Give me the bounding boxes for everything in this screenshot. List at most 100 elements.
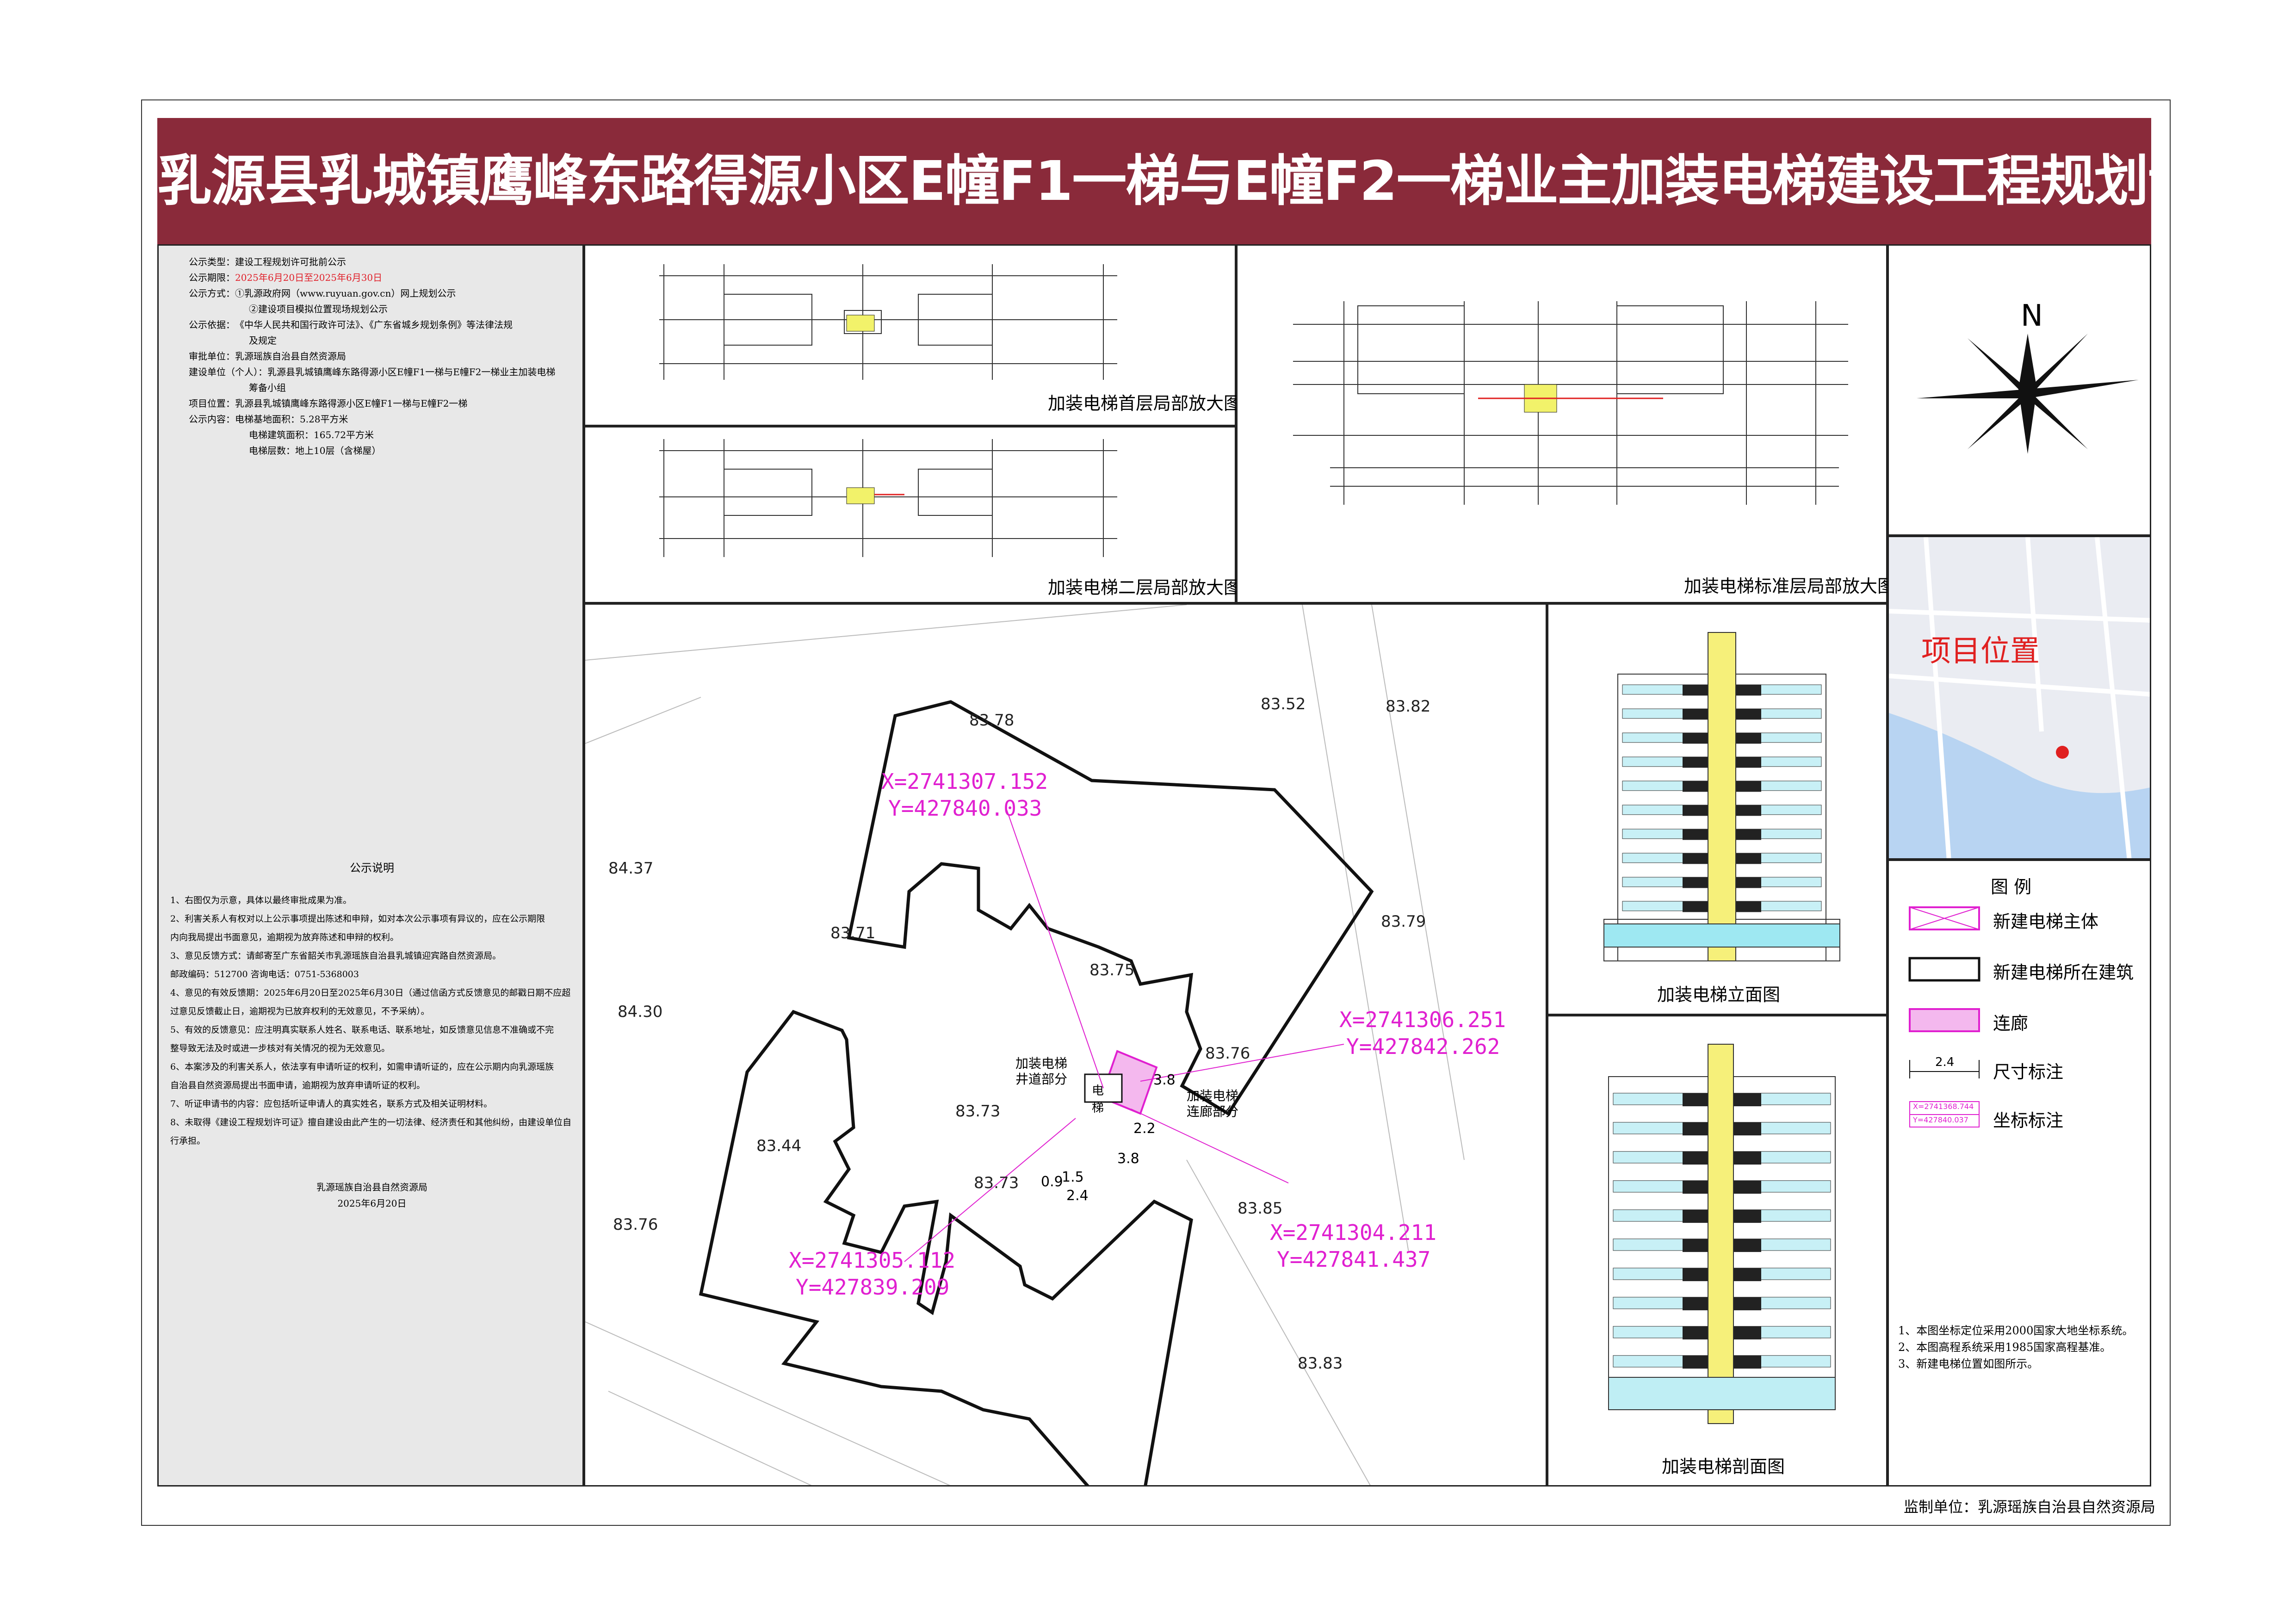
coordinate-y: Y=427841.437: [1277, 1247, 1431, 1272]
standard-caption: 加装电梯标准层局部放大图: [1684, 576, 1895, 596]
elevation-drawing: [1603, 632, 1840, 961]
dimension-label: 1.5: [1062, 1169, 1084, 1185]
note-line: 2、利害关系人有权对以上公示事项提出陈述和申辩，如对本次公示事项有异议的，应在公…: [170, 914, 545, 924]
elevator-box: [1084, 1073, 1123, 1103]
elevation-mark: 83.76: [1205, 1044, 1250, 1063]
dimension-label: 3.8: [1117, 1151, 1139, 1167]
elevation-mark: 83.82: [1386, 697, 1431, 716]
corridor-label: 加装电梯 连廊部分: [1187, 1088, 1239, 1119]
legend-note: 2、本图高程系统采用1985国家高程基准。: [1898, 1341, 2111, 1354]
section-drawing: [1608, 1044, 1836, 1424]
info-line: 公示依据：《中华人民共和国行政许可法》、《广东省城乡规划条例》等法律法规: [189, 318, 513, 332]
floor2-caption: 加装电梯二层局部放大图: [1048, 577, 1242, 598]
note-line: 5、有效的反馈意见：应注明真实联系人姓名、联系电话、联系地址，如反馈意见信息不准…: [170, 1025, 554, 1035]
info-line-value: 2025年6月20日至2025年6月30日: [235, 272, 383, 283]
dimension-label: 3.8: [1153, 1072, 1176, 1088]
info-panel: 公示类型：建设工程规划许可批前公示公示期限：2025年6月20日至2025年6月…: [157, 244, 584, 1487]
floor1-plan-drawing: [659, 264, 1117, 380]
legend-note: 1、本图坐标定位采用2000国家大地坐标系统。: [1898, 1324, 2134, 1337]
shaft-label: 加装电梯 井道部分: [1015, 1056, 1068, 1087]
legend-panel: 图 例 新建电梯主体 新建电梯所在建筑 连廊 尺寸标注 2.4 坐标标注 X=2…: [1888, 860, 2151, 1487]
info-line: 建设单位（个人）：乳源县乳城镇鹰峰东路得源小区E幢F1一梯与E幢F2一梯业主加装…: [189, 365, 555, 379]
info-line-label: 公示期限：: [189, 272, 235, 283]
floor1-caption: 加装电梯首层局部放大图: [1048, 393, 1242, 414]
issuer-name: 乳源瑶族自治县自然资源局: [316, 1182, 427, 1193]
compass-rose-icon: [1917, 334, 2139, 454]
location-map-panel: 项目位置: [1888, 536, 2151, 860]
info-line-value: 电梯基地面积：5.28平方米: [235, 414, 348, 425]
elevation-panel: 加装电梯立面图: [1547, 603, 1888, 1015]
legend-coordinate-sample-y: Y=427840.037: [1913, 1115, 1968, 1124]
legend-coordinate-sample-x: X=2741368.744: [1913, 1102, 1974, 1111]
issue-date: 2025年6月20日: [337, 1198, 407, 1209]
info-line-value: 乳源县乳城镇鹰峰东路得源小区E幢F1一梯与E幢F2一梯业主加装电梯: [267, 366, 556, 378]
elevation-mark: 83.71: [830, 924, 876, 942]
elevation-mark: 84.37: [608, 859, 654, 878]
info-line-value: 筹备小组: [249, 382, 286, 393]
coordinate-y: Y=427839.209: [796, 1275, 950, 1300]
floor2-plan-panel: 加装电梯二层局部放大图: [584, 426, 1241, 603]
elevation-mark: 83.52: [1261, 695, 1306, 713]
info-line: 筹备小组: [189, 381, 286, 395]
standard-plan-panel: 加装电梯标准层局部放大图: [1236, 244, 1895, 603]
notes-title: 公示说明: [350, 861, 394, 874]
elevation-mark: 83.78: [969, 711, 1015, 730]
elevation-mark: 84.30: [618, 1003, 663, 1021]
note-line: 7、听证申请书的内容：应包括听证申请人的真实姓名，联系方式及相关证明材料。: [170, 1099, 493, 1109]
note-line: 自治县自然资源局提出书面申请，逾期视为放弃申请听证的权利。: [170, 1080, 426, 1090]
note-line: 过意见反馈截止日，逾期视为已放弃权利的无效意见，不予采纳）。: [170, 1006, 430, 1016]
coordinate-y: Y=427842.262: [1346, 1034, 1500, 1059]
legend-item-dimension: 尺寸标注: [1993, 1062, 2064, 1082]
legend-item-elevator-body: 新建电梯主体: [1993, 911, 2099, 932]
legend-title: 图 例: [1991, 877, 2032, 897]
sheet-border: [141, 99, 2171, 1526]
legend-symbols: [1908, 906, 1980, 1127]
elevation-mark: 83.79: [1381, 912, 1426, 931]
coordinate-x: X=2741306.251: [1339, 1007, 1506, 1032]
info-line-value: 电梯层数：地上10层（含梯屋）: [249, 445, 381, 456]
floor2-plan-drawing: [659, 439, 1117, 557]
elevation-mark: 83.44: [756, 1137, 802, 1155]
dimension-label: 0.9: [1041, 1174, 1063, 1190]
elevator-label: 电梯: [1092, 1084, 1104, 1115]
info-line: 及规定: [189, 334, 277, 348]
note-line: 行承担。: [170, 1136, 206, 1146]
info-line: 公示内容：电梯基地面积：5.28平方米: [189, 412, 348, 427]
info-line-value: 及规定: [249, 335, 277, 346]
legend-item-building: 新建电梯所在建筑: [1993, 962, 2134, 983]
info-line-label: 项目位置：: [189, 398, 235, 409]
note-line: 邮政编码：512700 咨询电话：0751-5368003: [170, 969, 359, 979]
building-north: [847, 700, 1374, 1116]
legend-dimension-sample: 2.4: [1935, 1055, 1955, 1069]
dimension-label: 2.4: [1066, 1188, 1089, 1204]
info-line: 公示类型：建设工程规划许可批前公示: [189, 255, 346, 269]
elevation-mark: 83.73: [974, 1174, 1019, 1192]
info-line: 公示方式：①乳源政府网（www.ruyuan.gov.cn）网上规划公示: [189, 286, 456, 301]
info-line-label: 公示方式：: [189, 288, 235, 299]
floor1-plan-panel: 加装电梯首层局部放大图: [584, 244, 1241, 426]
info-line-value: ②建设项目模拟位置现场规划公示: [249, 304, 388, 315]
info-line-value: 建设工程规划许可批前公示: [235, 256, 346, 267]
note-line: 6、本案涉及的利害关系人，依法享有申请听证的权利，如需申请听证的，应在公示期内向…: [170, 1062, 554, 1072]
elevation-mark: 83.76: [613, 1215, 658, 1234]
elevation-mark: 83.85: [1238, 1199, 1283, 1218]
compass-panel: N: [1888, 244, 2151, 536]
info-line-label: 公示内容：: [189, 414, 235, 425]
section-caption: 加装电梯剖面图: [1662, 1456, 1785, 1477]
elevation-mark: 83.75: [1089, 961, 1135, 979]
elevation-mark: 83.83: [1298, 1354, 1343, 1373]
page-title: 乳源县乳城镇鹰峰东路得源小区E幢F1一梯与E幢F2一梯业主加装电梯建设工程规划许…: [157, 118, 2151, 244]
location-label: 项目位置: [1921, 634, 2040, 669]
note-line: 8、未取得《建设工程规划许可证》擅自建设由此产生的一切法律、经济责任和其他纠纷，…: [170, 1117, 572, 1127]
info-line-value: 《中华人民共和国行政许可法》、《广东省城乡规划条例》等法律法规: [235, 319, 513, 330]
section-panel: 加装电梯剖面图: [1547, 1015, 1888, 1487]
coordinate-x: X=2741307.152: [881, 769, 1048, 794]
coordinate-x: X=2741305.112: [789, 1248, 956, 1273]
site-plan-drawing: [585, 605, 1465, 1485]
north-label: N: [2021, 299, 2043, 333]
info-line: 电梯层数：地上10层（含梯屋）: [189, 444, 381, 458]
footer-credit: 监制单位：乳源瑶族自治县自然资源局: [1904, 1498, 2156, 1516]
building-south: [699, 1010, 1193, 1485]
info-line-value: 乳源县乳城镇鹰峰东路得源小区E幢F1一梯与E幢F2一梯: [235, 398, 468, 409]
